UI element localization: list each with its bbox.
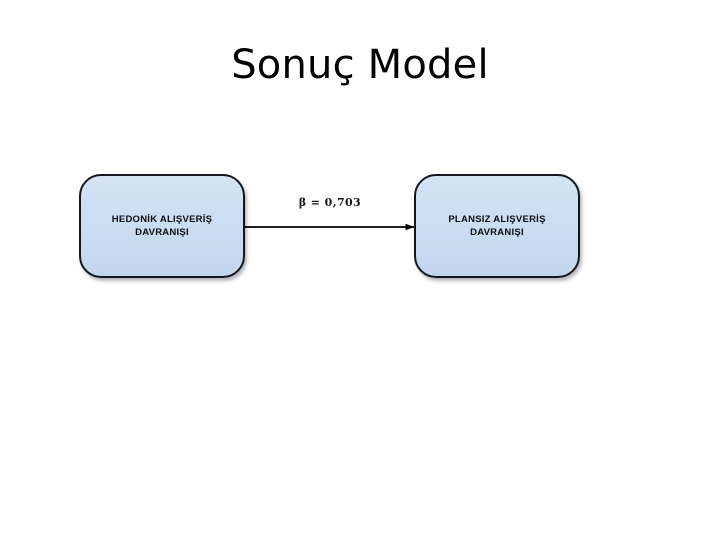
page-title: Sonuç Model <box>231 42 489 88</box>
path-coefficient-label: β = 0,703 <box>298 196 362 209</box>
construct-box-plansiz[interactable]: PLANSIZ ALIŞVERİŞ DAVRANIŞI <box>414 174 580 278</box>
construct-label-hedonik: HEDONİK ALIŞVERİŞ DAVRANIŞI <box>111 214 213 238</box>
construct-label-plansiz: PLANSIZ ALIŞVERİŞ DAVRANIŞI <box>448 214 546 238</box>
construct-box-hedonik[interactable]: HEDONİK ALIŞVERİŞ DAVRANIŞI <box>79 174 245 278</box>
path-arrow-hedonik-to-plansiz <box>245 223 415 231</box>
